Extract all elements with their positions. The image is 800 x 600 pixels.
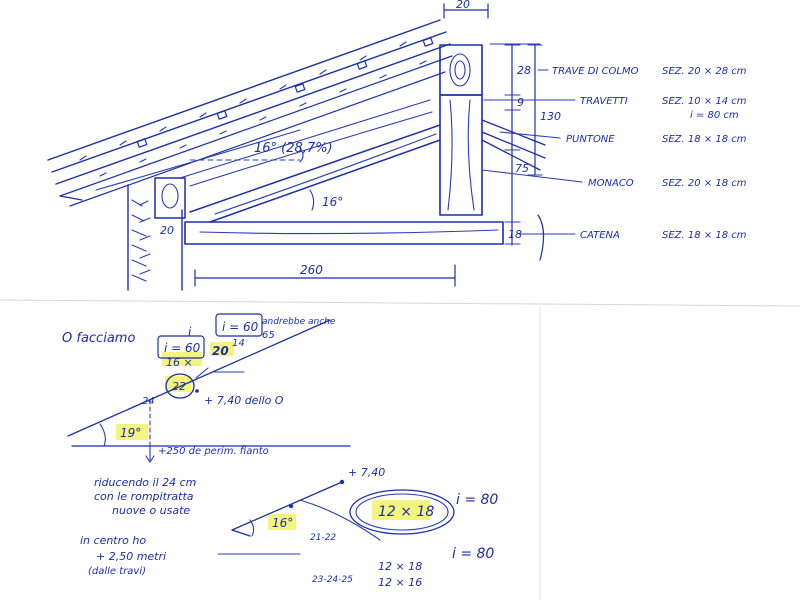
legend-spec: SEZ. 20 × 18 cm bbox=[662, 178, 747, 189]
note-22: 22 bbox=[172, 380, 186, 393]
note-740: + 7,40 bbox=[348, 466, 385, 479]
highlight bbox=[268, 514, 296, 530]
legend-spec: SEZ. 18 × 18 cm bbox=[662, 230, 747, 241]
legend: TRAVE DI COLMO SEZ. 20 × 28 cm TRAVETTI … bbox=[552, 66, 747, 241]
dim-28: 28 bbox=[517, 64, 531, 77]
note-20: 20 bbox=[212, 344, 229, 358]
note-i-80-a: i = 80 bbox=[456, 492, 498, 508]
note-i-80-b: i = 80 bbox=[452, 546, 494, 562]
dim-130: 130 bbox=[540, 110, 561, 123]
angle-16: 16° bbox=[272, 516, 293, 530]
note-21-22: 21-22 bbox=[310, 533, 336, 543]
point-marker bbox=[195, 389, 199, 393]
highlight bbox=[162, 352, 202, 366]
note-centro-1: in centro ho bbox=[80, 534, 146, 547]
dim-75: 75 bbox=[515, 162, 529, 175]
point-marker bbox=[339, 479, 345, 485]
note-i-60-a: i = 60 bbox=[164, 341, 201, 355]
note-14: 14 bbox=[232, 338, 245, 349]
span-label: 260 bbox=[300, 263, 323, 277]
legend-name: TRAVETTI bbox=[580, 96, 628, 107]
highlight bbox=[372, 500, 430, 520]
legend-spec: i = 80 cm bbox=[690, 110, 739, 121]
legend-name: MONACO bbox=[588, 178, 634, 189]
note-24: 24 bbox=[142, 396, 155, 407]
dim-20-wall: 20 bbox=[160, 224, 174, 237]
note-andrebbe: andrebbe anche bbox=[262, 317, 336, 327]
note-centro-2: + 2,50 metri bbox=[96, 550, 166, 563]
note-250: +250 de perim. fianto bbox=[158, 446, 269, 457]
highlight bbox=[116, 424, 148, 440]
slope-label: 16° (28,7%) bbox=[254, 141, 333, 156]
note-o-facciamo: O facciamo bbox=[62, 331, 135, 346]
angle-label: 16° bbox=[322, 195, 343, 209]
dim-18: 18 bbox=[508, 228, 522, 241]
note-16x: 16 × bbox=[166, 356, 193, 369]
note-riducendo-1: riducendo il 24 cm bbox=[94, 476, 196, 489]
legend-name: CATENA bbox=[580, 230, 620, 241]
note-centro-3: (dalle travi) bbox=[88, 566, 146, 577]
note-i-60-b: i = 60 bbox=[222, 320, 259, 334]
legend-spec: SEZ. 20 × 28 cm bbox=[662, 66, 747, 77]
note-sketch bbox=[67, 313, 455, 555]
legend-name: PUNTONE bbox=[566, 134, 615, 145]
note-23-24-25: 23-24-25 bbox=[312, 575, 353, 585]
section-12x18-label: 12 × 18 bbox=[378, 504, 434, 520]
legend-name: TRAVE DI COLMO bbox=[552, 66, 639, 77]
angle-19: 19° bbox=[120, 426, 141, 440]
legend-spec: SEZ. 10 × 14 cm bbox=[662, 96, 747, 107]
list-12x16: 12 × 16 bbox=[378, 576, 422, 589]
dim-9: 9 bbox=[517, 96, 524, 109]
point-marker bbox=[288, 503, 294, 509]
list-12x18: 12 × 18 bbox=[378, 560, 422, 573]
highlight bbox=[165, 376, 191, 392]
note-riducendo-3: nuove o usate bbox=[112, 504, 190, 517]
highlight bbox=[210, 342, 234, 356]
ridge-width-label: 20 bbox=[456, 0, 470, 11]
note-i-mark: i bbox=[188, 325, 192, 339]
roof-section-drawing bbox=[47, 3, 583, 291]
note-65: 65 bbox=[262, 330, 275, 341]
note-740-dello: + 7,40 dello O bbox=[204, 394, 284, 407]
note-riducendo-2: con le rompitratta bbox=[94, 490, 194, 503]
legend-spec: SEZ. 18 × 18 cm bbox=[662, 134, 747, 145]
